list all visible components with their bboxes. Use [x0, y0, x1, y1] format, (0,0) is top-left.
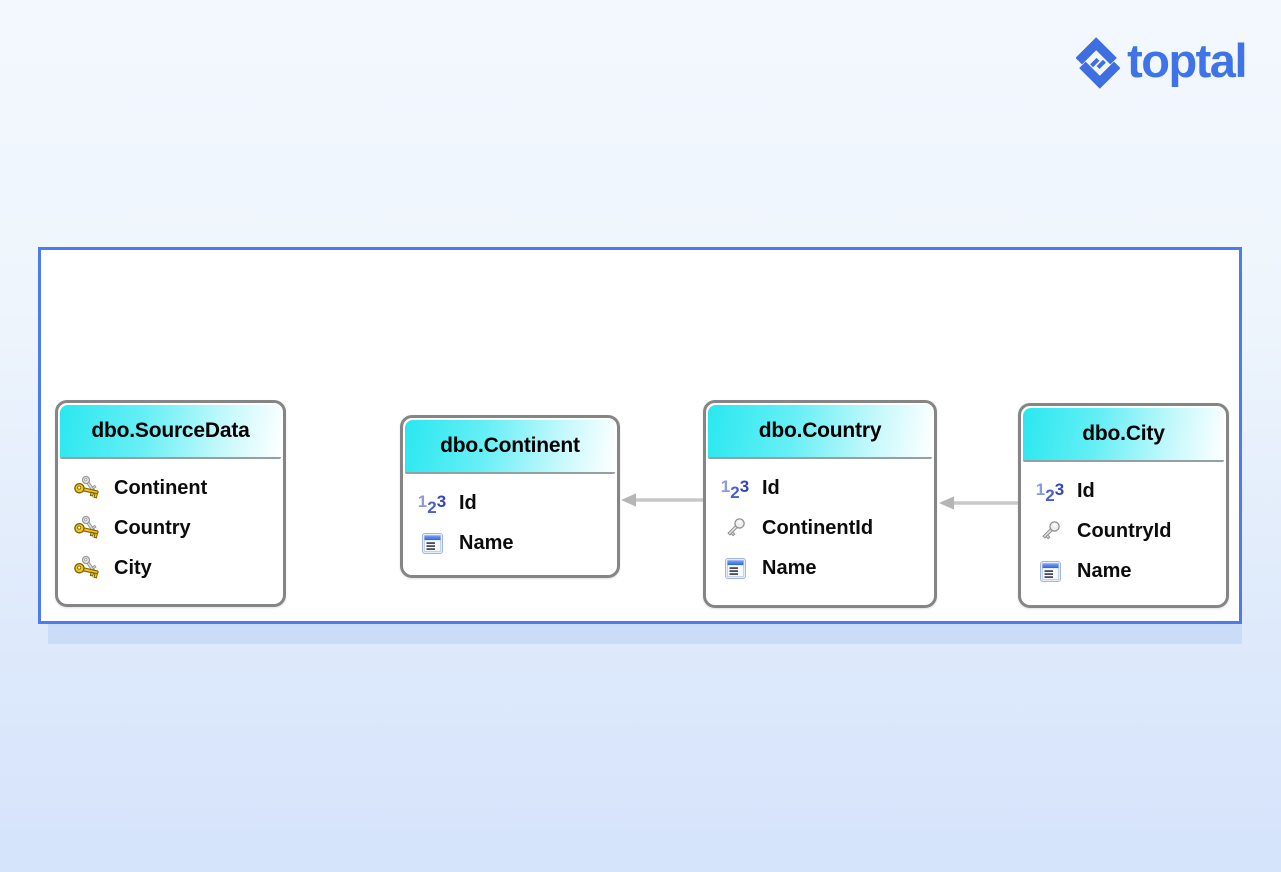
- column-row[interactable]: CountryId: [1023, 511, 1224, 551]
- column-row[interactable]: Country: [60, 508, 281, 548]
- silver-foreign-key-icon: [1035, 519, 1065, 543]
- relation-arrow-country-to-continent[interactable]: [621, 492, 703, 508]
- column-name: Id: [459, 491, 477, 514]
- table-title: dbo.Continent: [405, 420, 615, 474]
- column-row[interactable]: ContinentId: [708, 508, 932, 548]
- column-name: Name: [1077, 559, 1132, 582]
- text-type-icon: [1035, 560, 1065, 582]
- gold-key-icon: [72, 555, 102, 581]
- column-name: City: [114, 556, 152, 579]
- column-row[interactable]: Name: [1023, 551, 1224, 591]
- toptal-logo[interactable]: toptal: [1076, 33, 1247, 90]
- diagram-container-shadow: [48, 624, 1242, 644]
- column-name: CountryId: [1077, 519, 1172, 542]
- text-type-icon: [417, 532, 447, 554]
- column-name: Continent: [114, 476, 208, 499]
- column-name: Id: [1077, 479, 1095, 502]
- table-title: dbo.City: [1023, 408, 1224, 462]
- column-row[interactable]: Name: [405, 523, 615, 563]
- column-name: Name: [762, 556, 817, 579]
- column-name: Country: [114, 516, 191, 539]
- gold-key-icon: [72, 475, 102, 501]
- column-name: Name: [459, 531, 514, 554]
- column-row[interactable]: City: [60, 548, 281, 588]
- gold-key-icon: [72, 515, 102, 541]
- toptal-mark-icon: [1076, 37, 1121, 89]
- table-title: dbo.SourceData: [60, 405, 281, 459]
- toptal-logo-text: toptal: [1127, 33, 1247, 87]
- table-title: dbo.Country: [708, 405, 932, 459]
- column-name: ContinentId: [762, 516, 874, 539]
- silver-foreign-key-icon: [720, 516, 750, 540]
- column-name: Id: [762, 476, 780, 499]
- relation-arrow-city-to-country[interactable]: [939, 495, 1018, 511]
- column-row[interactable]: Continent: [60, 468, 281, 508]
- column-row[interactable]: Name: [708, 548, 932, 588]
- text-type-icon: [720, 557, 750, 579]
